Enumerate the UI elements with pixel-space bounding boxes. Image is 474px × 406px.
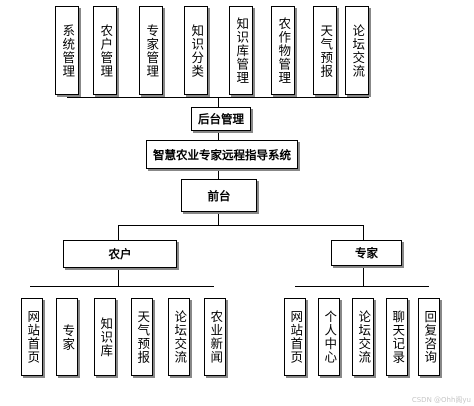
expert-module-personal-center: 个人中心 (318, 298, 340, 376)
module-box-crop-management: 农作物管理 (271, 6, 295, 95)
connector (218, 212, 219, 225)
connector (118, 225, 364, 226)
module-box-knowledge-category: 知识分类 (184, 6, 208, 95)
module-label: 天气预报 (318, 23, 334, 78)
module-label: 农业新闻 (208, 310, 224, 364)
module-label: 回复咨询 (422, 310, 438, 364)
connector (30, 286, 214, 287)
frontend-label: 前台 (207, 188, 231, 203)
farmer-label: 农户 (108, 247, 132, 261)
module-box-forum: 论坛交流 (345, 6, 369, 95)
connector (218, 169, 219, 179)
module-label: 知识库管理 (234, 16, 250, 85)
expert-module-forum: 论坛交流 (352, 298, 374, 376)
expert-box: 专家 (331, 240, 402, 266)
module-label: 农作物管理 (276, 16, 292, 85)
connector (218, 97, 219, 107)
module-label: 网站首页 (288, 310, 304, 364)
farmer-module-home: 网站首页 (21, 298, 43, 376)
system-label: 智慧农业专家远程指导系统 (153, 147, 291, 162)
module-label: 聊天记录 (390, 310, 406, 364)
connector (363, 225, 364, 240)
module-label: 论坛交流 (172, 310, 188, 364)
farmer-module-news: 农业新闻 (204, 298, 226, 376)
module-box-system-management: 系统管理 (55, 6, 79, 95)
module-box-knowledge-base-management: 知识库管理 (229, 6, 253, 95)
module-label: 农户管理 (98, 23, 114, 78)
module-label: 专家 (60, 323, 76, 351)
module-box-expert-management: 专家管理 (139, 6, 163, 95)
farmer-module-knowledge-base: 知识库 (94, 298, 116, 376)
backend-box: 后台管理 (191, 107, 251, 131)
module-label: 天气预报 (135, 310, 151, 364)
connector (118, 268, 119, 286)
expert-module-reply-consultation: 回复咨询 (418, 298, 440, 376)
module-label: 知识库 (98, 316, 114, 358)
expert-module-home: 网站首页 (284, 298, 306, 376)
frontend-box: 前台 (181, 179, 257, 212)
module-label: 论坛交流 (356, 310, 372, 364)
module-label: 个人中心 (322, 310, 338, 364)
watermark: CSDN @Ohh阁yu (411, 396, 471, 404)
module-label: 专家管理 (144, 23, 160, 78)
farmer-module-expert: 专家 (56, 298, 78, 376)
module-box-farmer-management: 农户管理 (93, 6, 117, 95)
connector (295, 286, 429, 287)
farmer-box: 农户 (63, 240, 177, 268)
module-label: 知识分类 (189, 23, 205, 78)
module-box-weather-forecast: 天气预报 (313, 6, 337, 95)
module-label: 系统管理 (60, 23, 76, 78)
connector (118, 225, 119, 240)
system-box: 智慧农业专家远程指导系统 (146, 140, 298, 169)
connector (363, 266, 364, 286)
connector (218, 131, 219, 140)
module-label: 论坛交流 (350, 23, 366, 78)
expert-module-chat-history: 聊天记录 (386, 298, 408, 376)
farmer-module-weather: 天气预报 (131, 298, 153, 376)
expert-label: 专家 (355, 246, 378, 260)
module-label: 网站首页 (25, 310, 41, 364)
backend-label: 后台管理 (198, 112, 244, 126)
farmer-module-forum: 论坛交流 (168, 298, 190, 376)
